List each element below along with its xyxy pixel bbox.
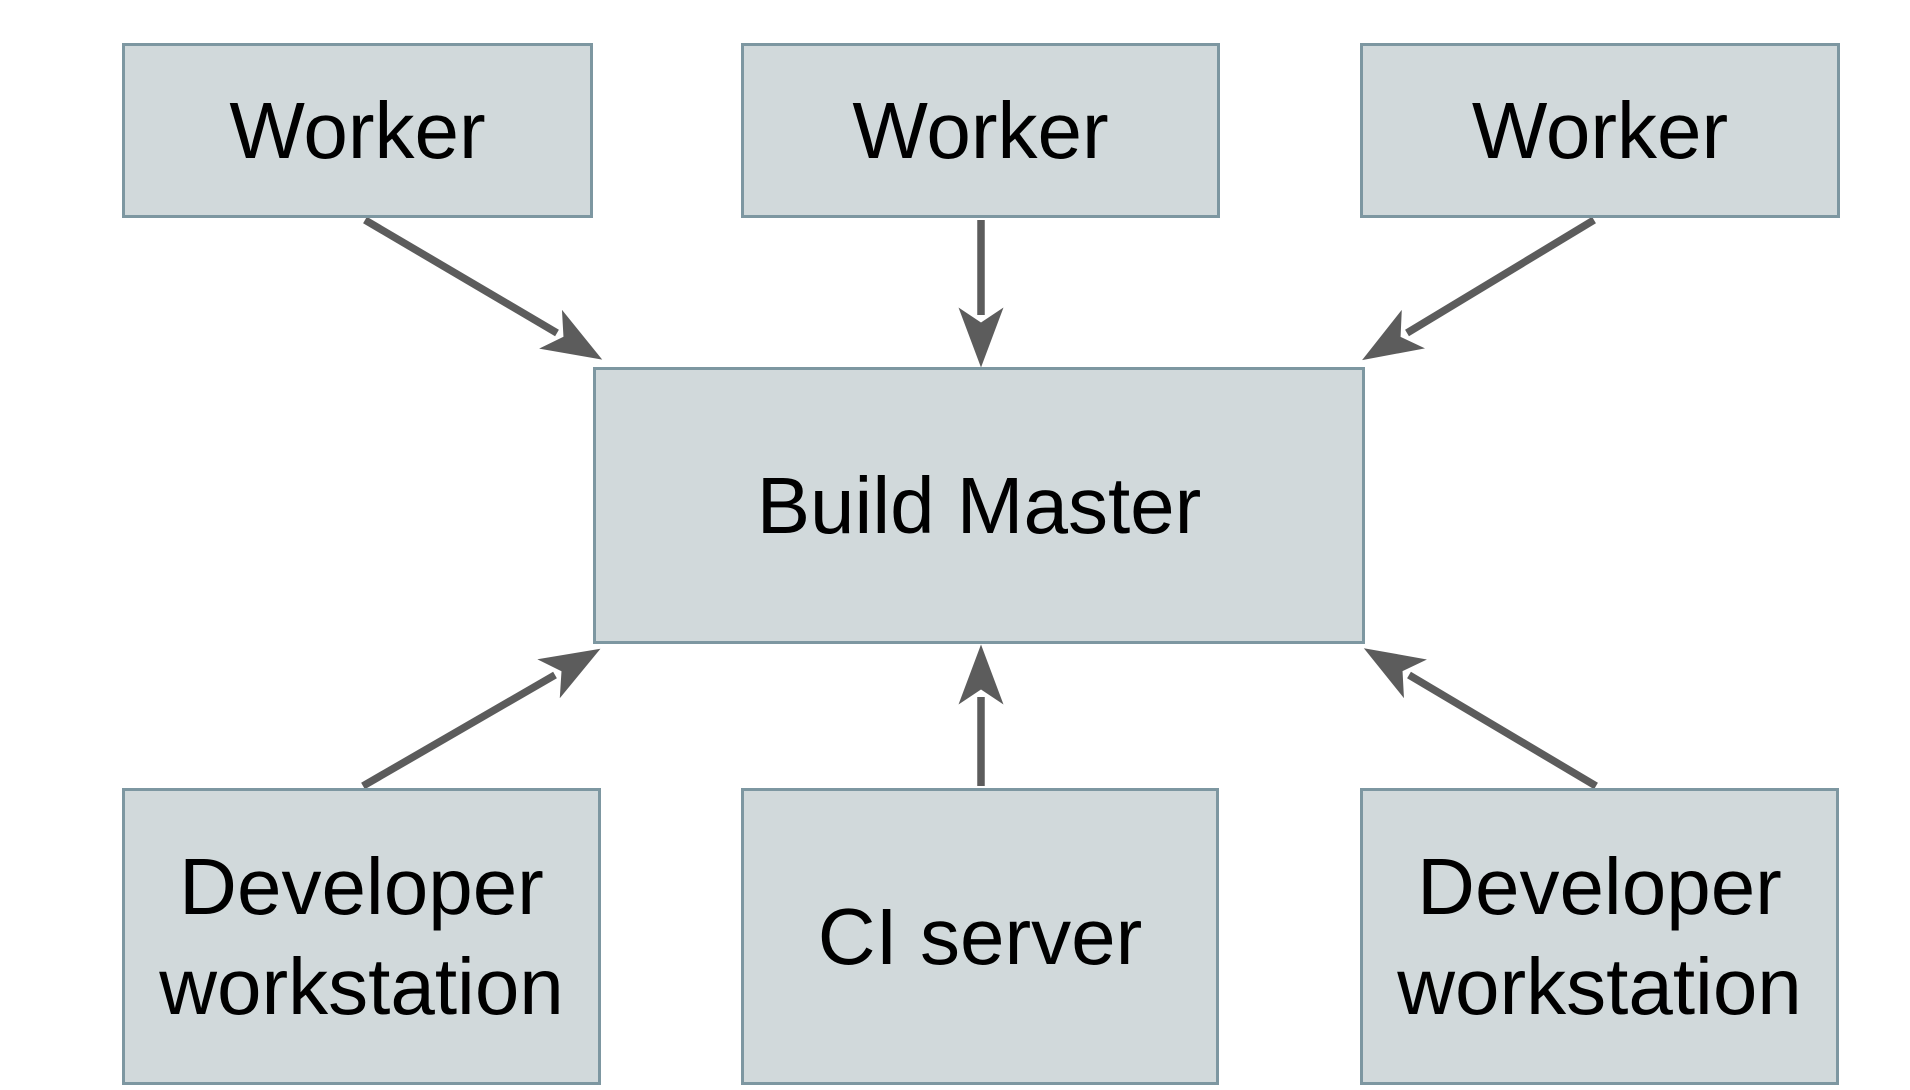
node-label: Worker — [852, 85, 1109, 175]
node-label: Build Master — [756, 460, 1202, 550]
node-ci-server: CI server — [741, 788, 1219, 1085]
node-developer-workstation-2: Developer workstation — [1360, 788, 1839, 1085]
arrow-worker-3-to-build-master — [1362, 216, 1596, 361]
arrow-developer-workstation-1-to-build-master — [361, 648, 601, 790]
node-worker-3: Worker — [1360, 43, 1840, 218]
arrow-developer-workstation-2-to-build-master — [1363, 648, 1598, 790]
arrow-worker-1-to-build-master — [363, 216, 603, 360]
node-build-master: Build Master — [593, 367, 1365, 644]
node-label: CI server — [817, 891, 1143, 981]
node-worker-1: Worker — [122, 43, 593, 218]
node-label: Developer workstation — [159, 841, 564, 1031]
node-label: Worker — [1471, 85, 1729, 175]
node-label: Worker — [229, 85, 486, 175]
node-worker-2: Worker — [741, 43, 1220, 218]
node-label: Developer workstation — [1397, 841, 1802, 1031]
node-developer-workstation-1: Developer workstation — [122, 788, 601, 1085]
